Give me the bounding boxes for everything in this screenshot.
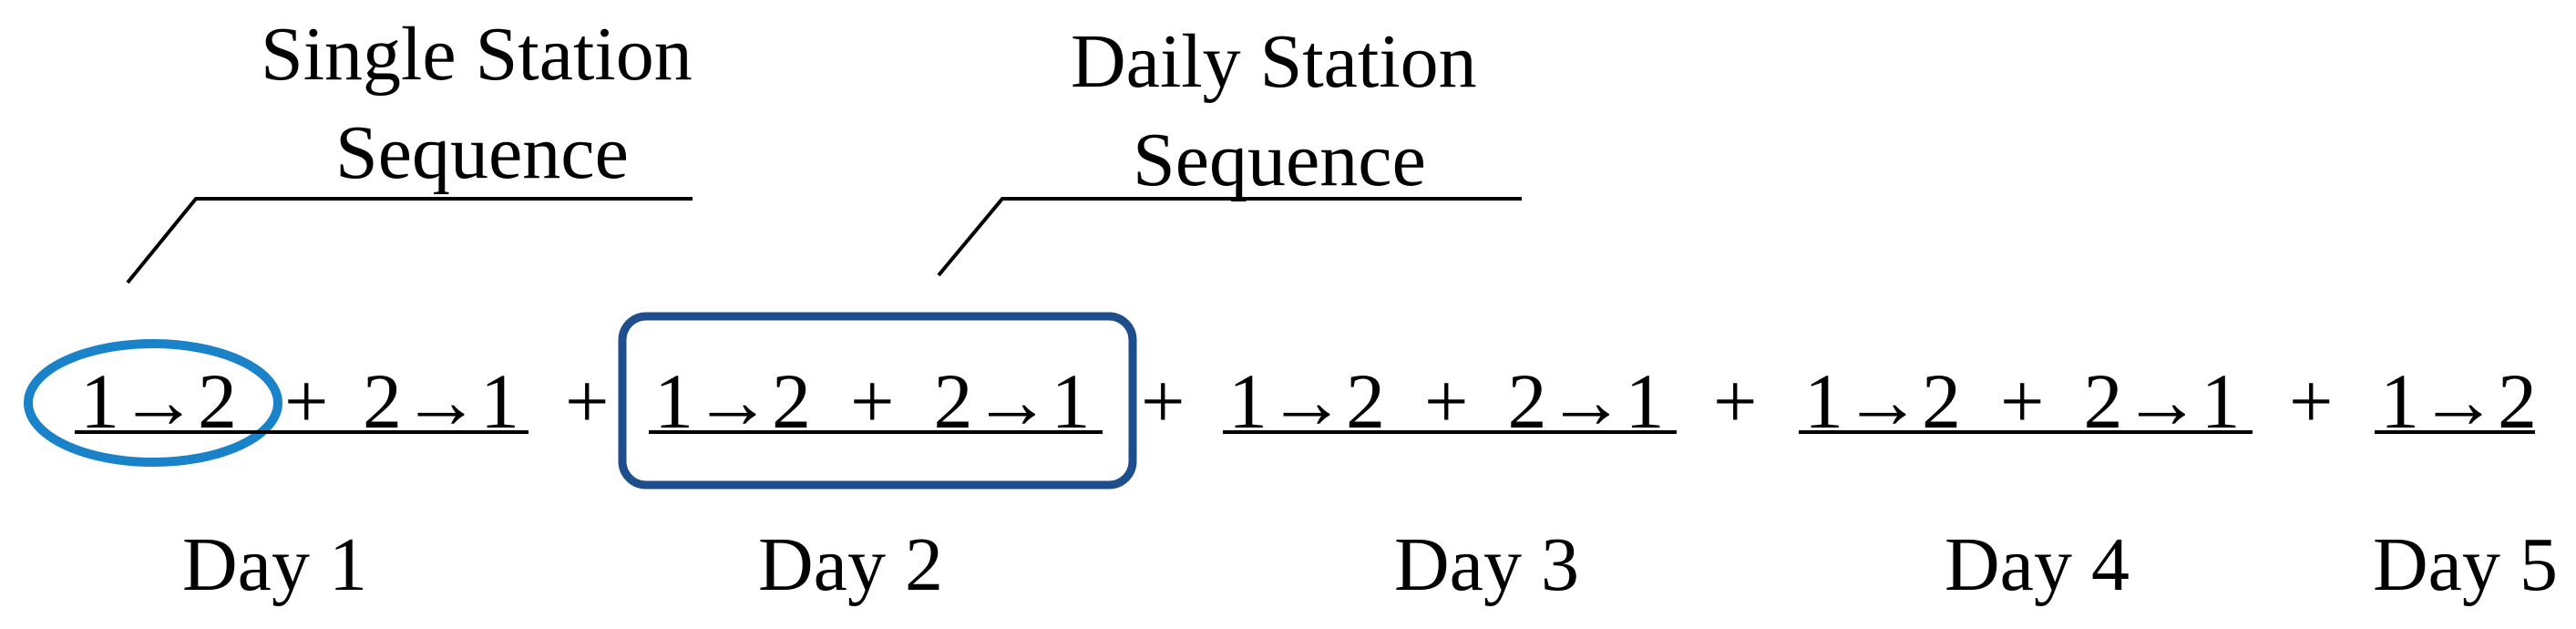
day5-underline xyxy=(2375,430,2535,434)
daily-station-highlight-box xyxy=(618,312,1137,490)
day2-underline xyxy=(649,430,1103,434)
day3-label: Day 3 xyxy=(1394,522,1579,607)
plus-sign-3: + xyxy=(1141,357,1185,445)
day1-underline xyxy=(75,430,529,434)
day4-label: Day 4 xyxy=(1945,522,2130,607)
plus-sign-4: + xyxy=(1713,357,1758,445)
day1-label: Day 1 xyxy=(182,522,367,607)
daily-station-label-line2: Sequence xyxy=(1133,118,1426,202)
day3-underline xyxy=(1223,430,1677,434)
daily-station-label-line1: Daily Station xyxy=(1071,19,1477,104)
single-station-leader-line xyxy=(126,197,693,284)
day2-label: Day 2 xyxy=(758,522,943,607)
single-station-label-line1: Single Station xyxy=(261,12,693,97)
single-station-highlight-ellipse xyxy=(24,339,282,467)
daily-station-leader-line xyxy=(937,197,1522,277)
day5-label: Day 5 xyxy=(2373,522,2558,607)
day4-underline xyxy=(1799,430,2253,434)
single-station-label-line2: Sequence xyxy=(335,110,629,195)
plus-sign-5: + xyxy=(2289,357,2334,445)
plus-sign-2: + xyxy=(565,357,610,445)
